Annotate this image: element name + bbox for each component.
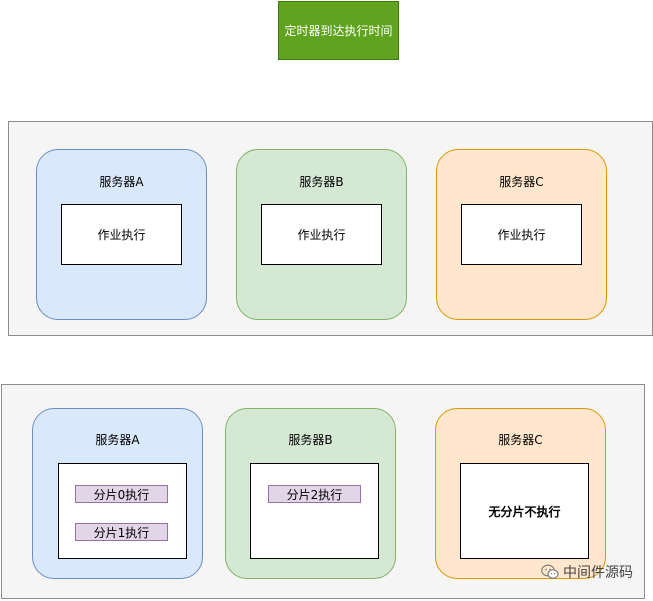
shard-1-box: 分片1执行 [75, 523, 168, 541]
server-c-label: 服务器C [499, 175, 544, 189]
scenario2-server-b: 服务器B 分片2执行 [225, 408, 396, 579]
scenario1-server-c: 服务器C 作业执行 [436, 149, 607, 320]
scenario2-server-a: 服务器A 分片0执行 分片1执行 [32, 408, 203, 579]
shard-2-label: 分片2执行 [286, 487, 343, 502]
no-shard-label: 无分片不执行 [488, 504, 561, 519]
timer-trigger-label: 定时器到达执行时间 [284, 24, 393, 38]
server-c-job-box: 作业执行 [461, 204, 582, 265]
server-a-label: 服务器A [95, 433, 140, 447]
server-a-label: 服务器A [99, 175, 144, 189]
server-c-no-shard-box: 无分片不执行 [460, 463, 589, 559]
scenario1-server-b: 服务器B 作业执行 [236, 149, 407, 320]
scenario1-server-a: 服务器A 作业执行 [36, 149, 207, 320]
server-a-job-box: 作业执行 [61, 204, 182, 265]
wechat-icon [541, 564, 559, 579]
shard-0-box: 分片0执行 [75, 485, 168, 503]
server-b-shard-container [250, 463, 379, 559]
server-a-job-label: 作业执行 [97, 228, 146, 242]
server-c-job-label: 作业执行 [497, 228, 546, 242]
server-b-label: 服务器B [288, 433, 333, 447]
timer-trigger-node: 定时器到达执行时间 [278, 1, 399, 60]
watermark-text: 中间件源码 [563, 565, 633, 581]
shard-1-label: 分片1执行 [93, 525, 150, 540]
server-a-shard-container [58, 463, 187, 559]
shard-2-box: 分片2执行 [268, 485, 361, 503]
server-b-label: 服务器B [299, 175, 344, 189]
server-c-label: 服务器C [498, 433, 543, 447]
watermark: 中间件源码 [541, 562, 633, 582]
scenario2-server-c: 服务器C 无分片不执行 [435, 408, 606, 579]
server-b-job-label: 作业执行 [297, 228, 346, 242]
shard-0-label: 分片0执行 [93, 487, 150, 502]
server-b-job-box: 作业执行 [261, 204, 382, 265]
